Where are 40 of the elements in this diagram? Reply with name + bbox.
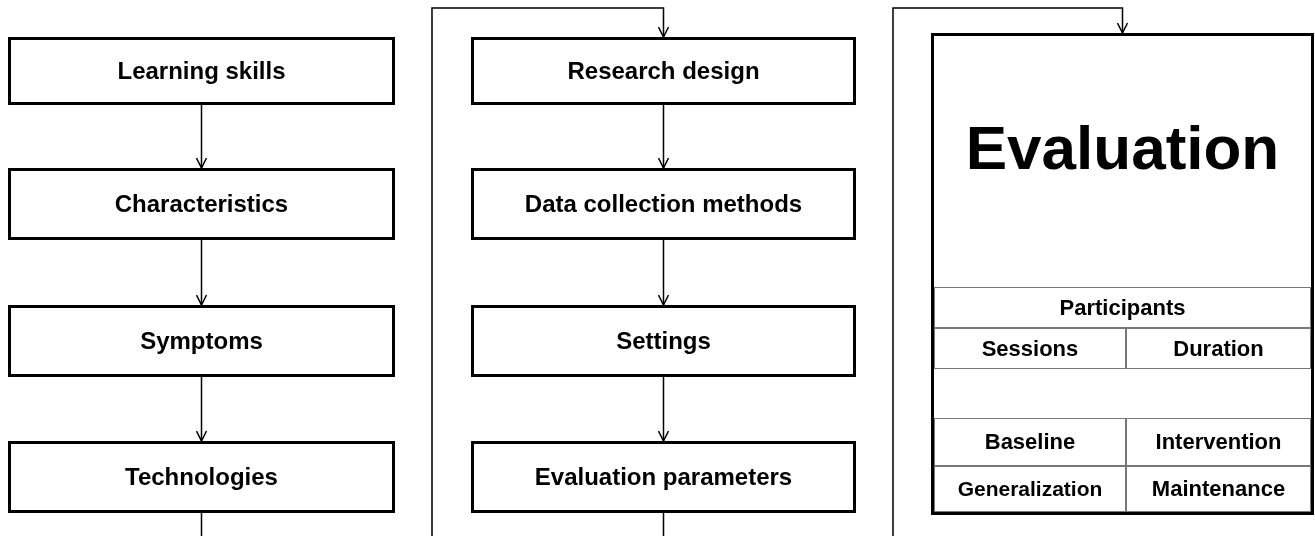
arrow — [195, 104, 208, 169]
cell-label: Intervention — [1155, 429, 1282, 455]
cell-label: Generalization — [957, 477, 1103, 501]
cell-label: Maintenance — [1151, 476, 1286, 502]
box-label: Technologies — [125, 463, 278, 491]
table-cell — [1126, 418, 1311, 466]
arrow — [195, 376, 208, 442]
panel-heading: Evaluation — [965, 112, 1280, 183]
process-box — [8, 305, 395, 377]
table-cell — [1126, 328, 1311, 369]
cell-label: Participants — [1059, 294, 1186, 321]
box-label: Learning skills — [117, 57, 286, 85]
arrow — [657, 376, 670, 442]
arrow — [200, 7, 670, 536]
arrow — [657, 104, 670, 169]
box-label: Data collection methods — [524, 190, 803, 218]
process-box — [8, 168, 395, 240]
process-box — [471, 305, 856, 377]
table-cell — [934, 466, 1126, 512]
process-box — [471, 441, 856, 513]
cell-label: Sessions — [981, 335, 1079, 362]
table-cell — [934, 328, 1126, 369]
table-cell — [934, 287, 1311, 328]
box-label: Symptoms — [140, 327, 263, 355]
arrow — [662, 7, 1129, 536]
arrow — [657, 239, 670, 306]
cell-label: Baseline — [984, 429, 1076, 455]
box-label: Characteristics — [114, 190, 289, 218]
process-box — [8, 37, 395, 105]
box-label: Settings — [616, 327, 711, 355]
evaluation-panel — [931, 33, 1314, 515]
process-box — [471, 168, 856, 240]
process-box — [471, 37, 856, 105]
box-label: Research design — [567, 57, 760, 85]
table-cell — [934, 418, 1126, 466]
cell-label: Duration — [1173, 335, 1264, 362]
arrow — [195, 239, 208, 306]
table-cell — [1126, 466, 1311, 512]
process-box — [8, 441, 395, 513]
box-label: Evaluation parameters — [534, 463, 793, 491]
